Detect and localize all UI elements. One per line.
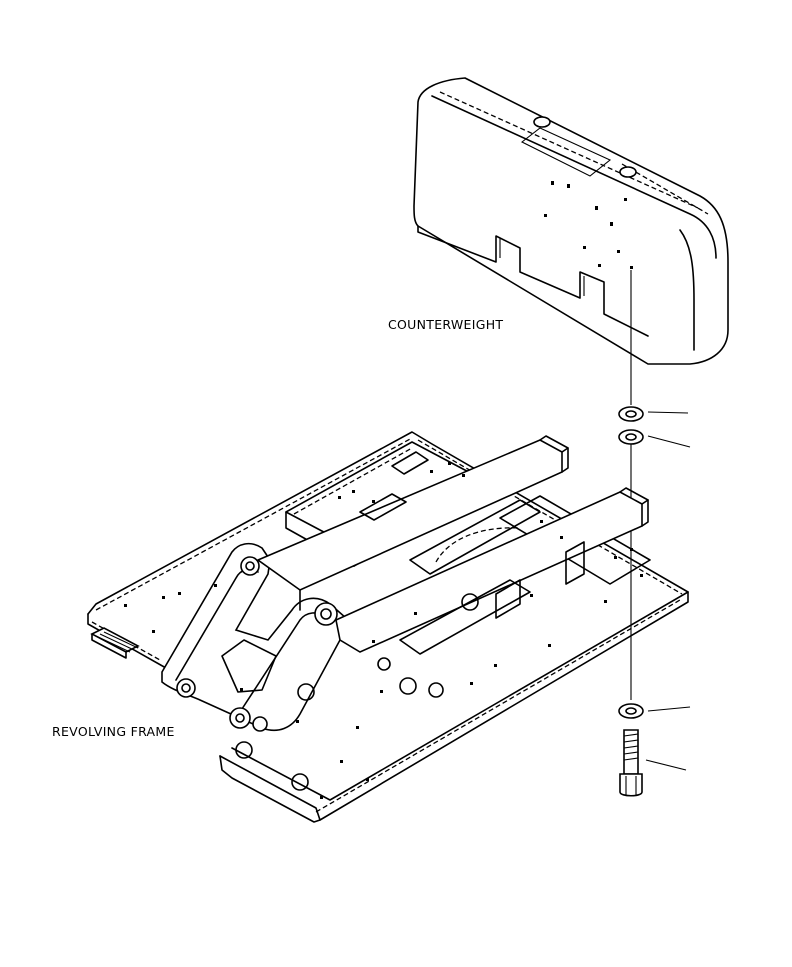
counterweight-drawing [413,77,729,365]
fastener-stack [618,270,691,797]
counterweight-label: COUNTERWEIGHT [388,317,504,332]
revolving-frame-label: REVOLVING FRAME [52,724,175,739]
revolving-frame-drawing [87,431,689,823]
